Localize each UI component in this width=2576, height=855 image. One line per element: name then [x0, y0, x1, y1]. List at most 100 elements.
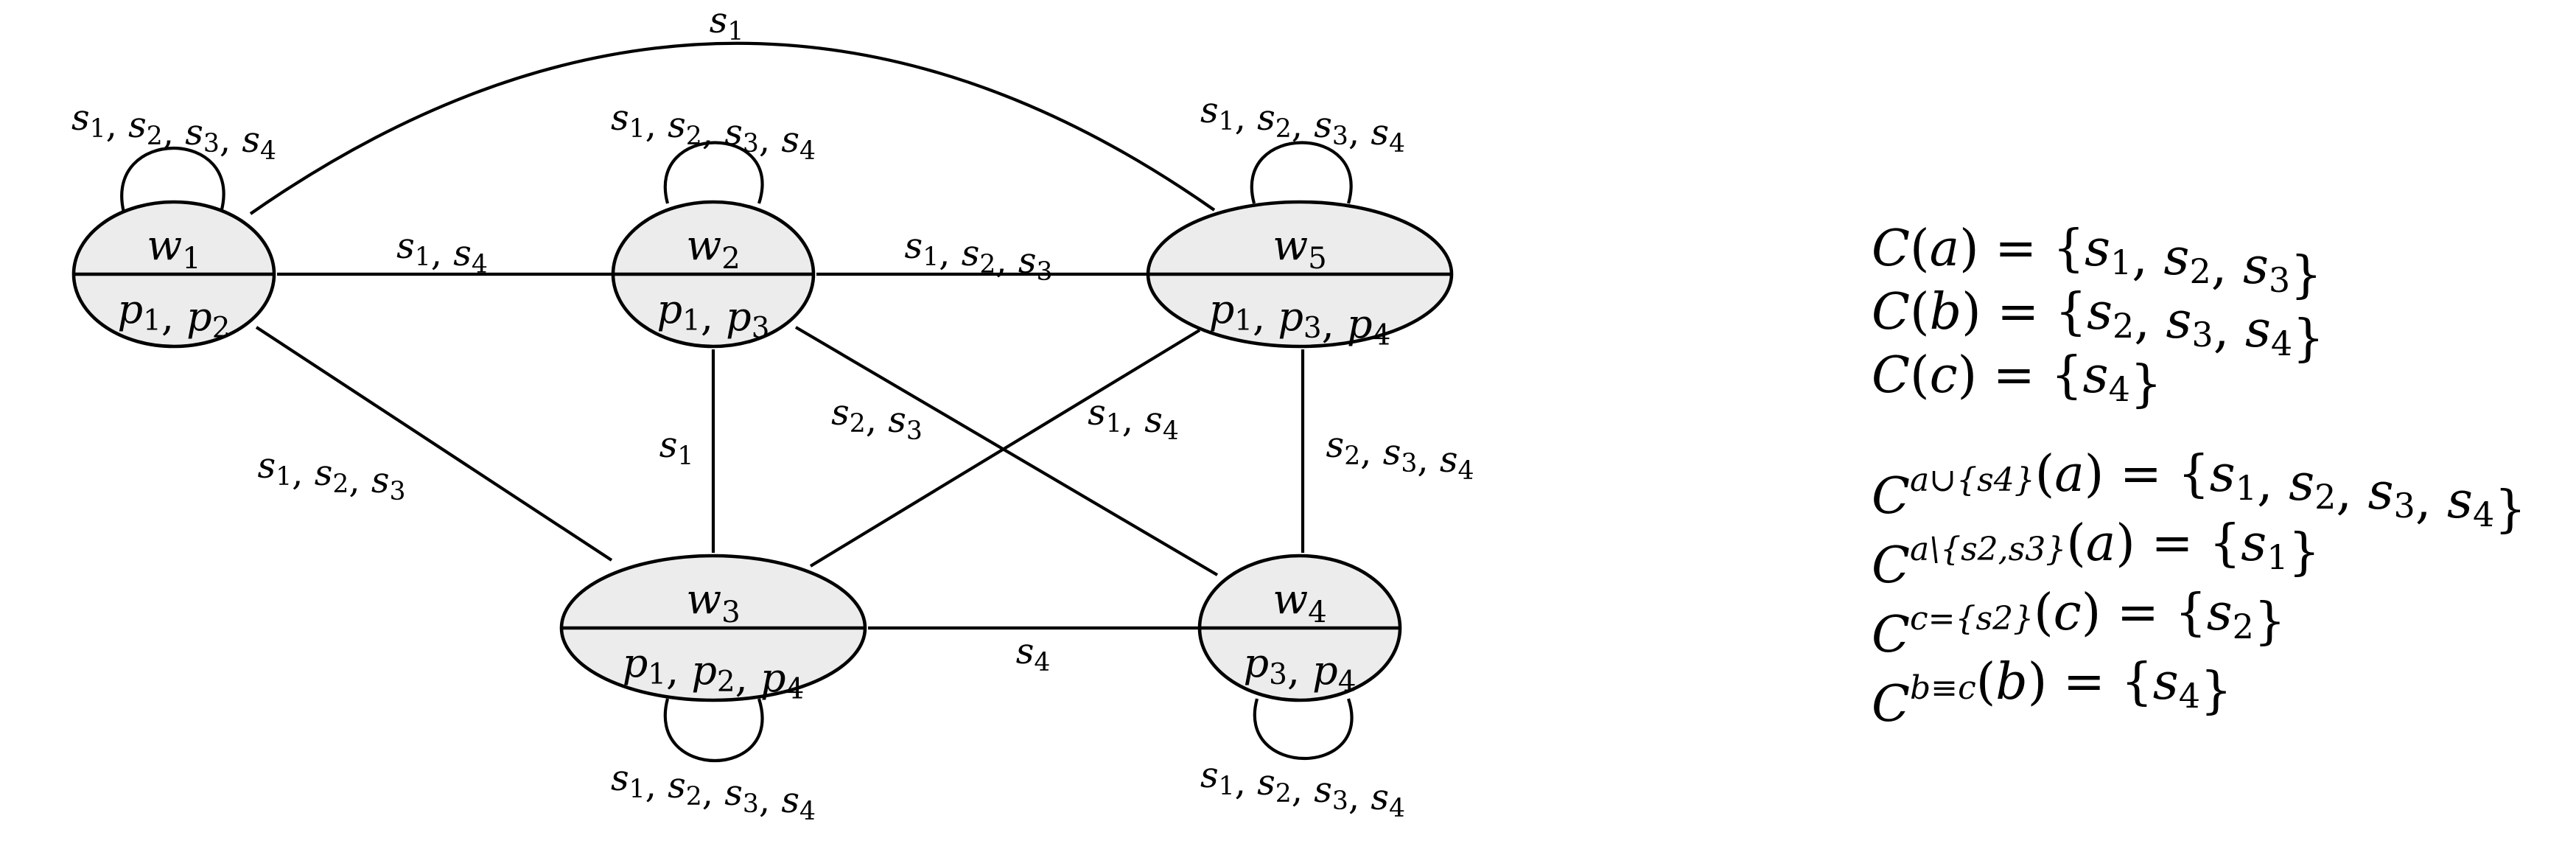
- node-name-var: w: [147, 222, 182, 270]
- loop-label-w2: s1, s2, s3, s4: [611, 97, 816, 166]
- equation-argument: a: [1930, 220, 1960, 278]
- symbol: p: [1209, 286, 1235, 332]
- set-element-subscript: 3: [2394, 486, 2415, 526]
- symbol: s: [724, 772, 743, 814]
- edge-w2-w4: [794, 326, 1219, 576]
- symbol-subscript: 1: [648, 658, 666, 691]
- symbol-subscript: 1: [90, 114, 106, 144]
- symbol: s: [668, 105, 686, 146]
- equation-argument: b: [1930, 283, 1962, 341]
- equation-superscript: a\{s2,s3}: [1910, 531, 2066, 568]
- symbol-subscript: 1: [923, 242, 939, 272]
- symbol-subscript: 2: [1275, 779, 1292, 809]
- symbol: s: [242, 119, 260, 161]
- symbol-subscript: 3: [906, 416, 923, 446]
- set-element: s: [2207, 584, 2233, 642]
- symbol-subscript: 3: [1036, 257, 1052, 287]
- symbol: p: [623, 640, 648, 686]
- symbol-subscript: 2: [686, 782, 702, 812]
- symbol-subscript: 1: [677, 442, 693, 471]
- equations: C(a) = {s1, s2, s3}C(b) = {s2, s3, s4}C(…: [1872, 220, 2527, 733]
- symbol-subscript: 2: [332, 470, 349, 499]
- symbol-subscript: 2: [686, 122, 702, 151]
- set-element-subscript: 2: [2314, 477, 2336, 517]
- symbol-subscript: 1: [1219, 107, 1235, 136]
- self-loop-w1: [120, 147, 225, 213]
- set-element-subscript: 4: [2179, 676, 2200, 716]
- set-element: s: [2447, 472, 2473, 530]
- symbol: s: [831, 392, 850, 433]
- set-element-subscript: 1: [2267, 537, 2288, 577]
- node-name-var: w: [1273, 222, 1308, 270]
- symbol-subscript: 1: [143, 304, 161, 338]
- edge-label-w5-w3: s1, s4: [1088, 392, 1179, 446]
- set-element-subscript: 2: [2233, 607, 2254, 646]
- symbol: p: [1278, 293, 1303, 340]
- set-element: s: [2087, 283, 2113, 341]
- set-element: s: [2243, 237, 2269, 296]
- node-propositions: p1, p2: [118, 286, 231, 345]
- edge-label-w2-w4: s2, s3: [831, 392, 923, 446]
- symbol-subscript: 3: [1332, 786, 1348, 816]
- symbol-subscript: 1: [276, 462, 292, 492]
- set-element: s: [2083, 346, 2109, 405]
- symbol: s: [888, 399, 906, 441]
- symbol-subscript: 3: [1303, 312, 1322, 345]
- symbol-subscript: 4: [799, 136, 816, 166]
- loop-label-w4: s1, s2, s3, s4: [1200, 755, 1405, 823]
- symbol: s: [71, 97, 90, 139]
- symbol-subscript: 3: [743, 789, 759, 819]
- symbol: p: [1347, 301, 1373, 347]
- equation-argument: a: [2054, 445, 2085, 503]
- equation-function: C: [1872, 467, 1910, 526]
- symbol: p: [118, 286, 144, 332]
- self-loop-w5: [1250, 141, 1353, 204]
- self-loop-w3: [663, 698, 764, 762]
- equation: Ca\{s2,s3}(a) = {s1}: [1872, 514, 2320, 595]
- symbol: s: [185, 112, 203, 153]
- edge-w1-w5: [249, 41, 1216, 215]
- equation-function: C: [1872, 606, 1910, 664]
- symbol-subscript: 1: [629, 775, 645, 804]
- symbol-subscript: 2: [717, 666, 735, 699]
- set-element: s: [2166, 292, 2192, 350]
- symbol: s: [905, 226, 923, 267]
- symbol: s: [781, 119, 799, 161]
- equation-argument: a: [2086, 514, 2116, 573]
- set-element: s: [2245, 301, 2271, 359]
- symbol: s: [1144, 399, 1163, 441]
- symbol-subscript: 4: [1373, 319, 1391, 352]
- equation-argument: c: [2054, 584, 2082, 642]
- edge-w1-w3: [255, 326, 613, 562]
- set-element: s: [2153, 653, 2179, 711]
- symbol: s: [710, 0, 728, 41]
- equation-function: C: [1872, 346, 1910, 405]
- symbol: p: [726, 293, 752, 340]
- equation-argument: c: [1930, 346, 1958, 405]
- equation-function: C: [1872, 675, 1910, 733]
- symbol: s: [1314, 770, 1332, 811]
- symbol: s: [371, 460, 390, 501]
- equation: Cc={s2}(c) = {s2}: [1872, 584, 2286, 664]
- symbol-subscript: 4: [472, 250, 488, 279]
- symbol: s: [1383, 432, 1401, 473]
- node-name-subscript: 4: [1308, 595, 1327, 629]
- symbol-subscript: 3: [1269, 658, 1287, 691]
- equation: C(b) = {s2, s3, s4}: [1872, 283, 2324, 368]
- symbol-subscript: 2: [1344, 442, 1360, 471]
- set-element-subscript: 3: [2269, 260, 2290, 300]
- symbol: s: [1371, 777, 1389, 818]
- symbol-subscript: 1: [415, 242, 431, 272]
- node-name-subscript: 1: [182, 241, 201, 276]
- set-element-subscript: 4: [2473, 495, 2494, 534]
- node-name-var: w: [1273, 576, 1308, 624]
- equation-function: C: [1872, 220, 1910, 278]
- edge-label-w5-w4: s2, s3, s4: [1326, 425, 1474, 486]
- edge-label-w3-w4: s4: [1016, 631, 1051, 677]
- symbol-subscript: 3: [1401, 449, 1417, 478]
- symbol-subscript: 2: [212, 312, 231, 345]
